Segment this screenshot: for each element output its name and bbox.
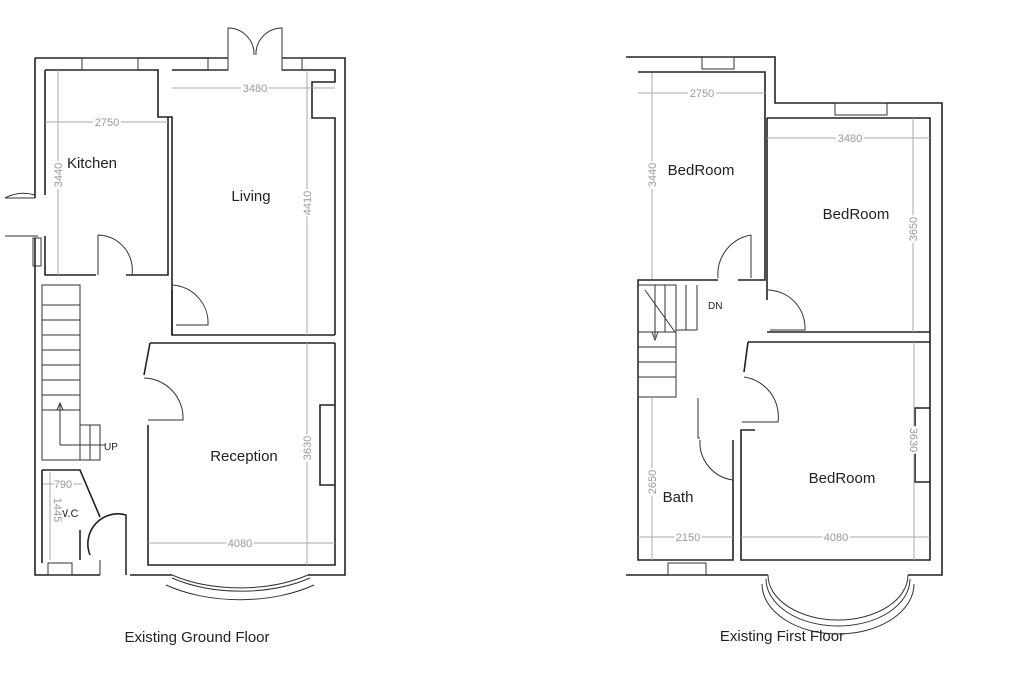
staircase [637, 284, 698, 398]
dim-kitchen-width: 2750 [95, 117, 119, 129]
bedroom1-door [717, 234, 752, 279]
first-floor-plan: DN BedRoom BedRoom BedRoom Bath 2750 348… [626, 56, 943, 645]
bedroom2-door [766, 289, 806, 331]
inner-wall-line [44, 69, 336, 335]
window [32, 237, 42, 267]
staircase [41, 284, 105, 461]
dim-bedroom2-depth: 3650 [908, 217, 920, 241]
room-label-kitchen: Kitchen [67, 155, 117, 172]
kitchen-door [97, 234, 133, 276]
bay-window [165, 574, 315, 601]
window [47, 562, 73, 576]
room-label-bedroom-rear-right: BedRoom [823, 206, 890, 223]
dim-bedroom1-width: 2750 [690, 88, 714, 100]
dimension-lines [638, 92, 930, 560]
dim-bath-depth: 2650 [647, 470, 659, 494]
bay-window [761, 574, 915, 635]
window [281, 57, 303, 71]
reception-door [143, 377, 184, 421]
dim-wc-depth: 1445 [51, 498, 63, 522]
inner-wall-line [637, 71, 931, 561]
outer-wall [34, 57, 346, 576]
internal-wall [143, 290, 336, 566]
french-door [227, 27, 283, 58]
dim-bedroom3-depth: 3630 [907, 428, 919, 452]
dim-reception-width: 4080 [228, 538, 252, 550]
room-label-bedroom-rear-left: BedRoom [668, 162, 735, 179]
wc-walls [41, 469, 127, 575]
chimney-breast [319, 404, 335, 486]
dimension-lines [43, 70, 653, 565]
room-label-reception: Reception [210, 448, 278, 465]
living-door [171, 284, 209, 326]
stair-up-label: UP [104, 442, 118, 453]
bath-door [697, 398, 734, 481]
stair-down-label: DN [708, 301, 722, 312]
dim-living-depth: 4410 [302, 191, 314, 215]
ground-floor-caption: Existing Ground Floor [124, 629, 269, 646]
window [207, 57, 229, 71]
window [81, 57, 139, 71]
first-floor-caption: Existing First Floor [720, 628, 844, 645]
window [834, 102, 888, 116]
chimney-breast [914, 407, 930, 483]
dim-reception-depth: 3630 [302, 436, 314, 460]
window [701, 56, 735, 70]
dim-kitchen-depth: 3440 [53, 163, 65, 187]
room-label-living: Living [231, 188, 270, 205]
dim-bedroom1-depth: 3440 [647, 163, 659, 187]
room-label-bath: Bath [663, 489, 694, 506]
dim-living-width: 3480 [243, 83, 267, 95]
ground-floor-plan: UP Kitchen Living Reception W.C 2750 348… [4, 27, 653, 646]
room-label-wc: W.C [58, 508, 79, 520]
dim-wc-width: 790 [54, 479, 72, 491]
dim-bath-width: 2150 [676, 532, 700, 544]
dim-bedroom2-width: 3480 [838, 133, 862, 145]
front-door [99, 515, 127, 575]
room-label-bedroom-front: BedRoom [809, 470, 876, 487]
side-door [4, 192, 38, 237]
dim-bedroom3-width: 4080 [824, 532, 848, 544]
bedroom3-door [742, 376, 779, 423]
window [667, 562, 707, 576]
